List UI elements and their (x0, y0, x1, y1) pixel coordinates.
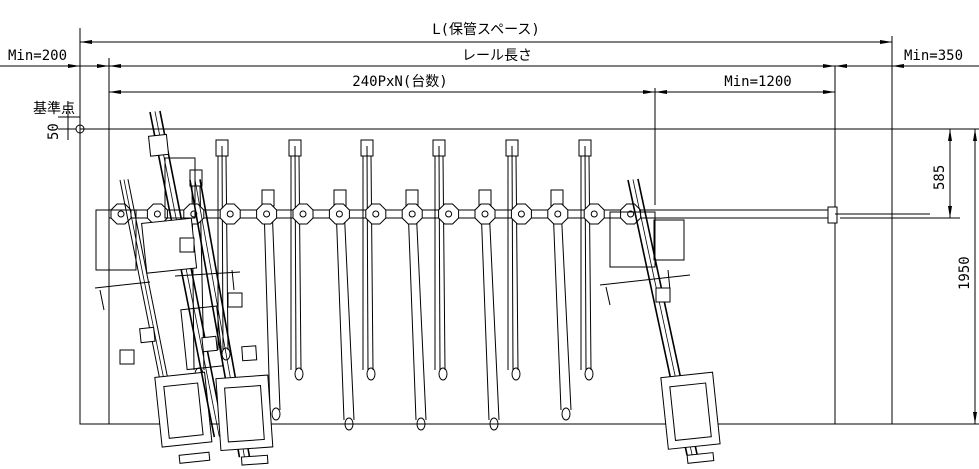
label-min-1200: Min=1200 (724, 74, 791, 90)
rail-hangers (110, 203, 642, 225)
arrow-min200-a (68, 64, 80, 68)
rail-hanger (583, 203, 605, 225)
arrow-pitch-left (109, 90, 121, 94)
label-storage-space: L(保管スペース) (432, 22, 540, 38)
rail-hanger (328, 203, 350, 225)
lower-bikes (189, 169, 572, 431)
bike-angled-left-3 (189, 179, 274, 466)
bike-lower (478, 189, 500, 431)
label-min-left: Min=200 (8, 48, 67, 64)
bike-angled-right (627, 178, 721, 464)
label-dim-585: 585 (932, 165, 948, 190)
label-rail-length: レール長さ (462, 48, 532, 64)
arrow-rail-left (109, 64, 121, 68)
basket-left (95, 157, 196, 271)
arrow-pitch-right (643, 90, 655, 94)
bike-upright (288, 139, 304, 381)
rail-hanger (219, 203, 241, 225)
label-pitch-count: 240PxN(台数) (352, 74, 447, 90)
arrow-l-right (880, 40, 892, 44)
rail-hanger (292, 203, 314, 225)
bike-lower (405, 189, 427, 431)
rail-hanger (438, 203, 460, 225)
rail-hanger (547, 203, 569, 225)
arrow-min350-b (892, 64, 904, 68)
bike-lower (261, 189, 281, 421)
arrow-585-top (948, 129, 952, 141)
storage-area-outline (79, 128, 893, 425)
rail-hanger (256, 203, 278, 225)
bike-upright (360, 139, 376, 381)
rail-hanger (146, 203, 168, 225)
handlebar-left (94, 237, 243, 365)
arrow-rail-right (823, 64, 835, 68)
rail-hanger (365, 203, 387, 225)
arrow-1200-left (655, 90, 667, 94)
arrow-585-bot (948, 206, 952, 218)
arrow-1950-top (973, 129, 977, 141)
label-dim-50: 50 (46, 123, 62, 140)
bike-angled-left-2 (141, 110, 226, 438)
arrow-l-left (80, 40, 92, 44)
bike-upright (578, 139, 594, 381)
bike-upright (432, 139, 448, 381)
arrow-1950-bot (973, 412, 977, 424)
arrow-1200-right (823, 90, 835, 94)
label-min-right: Min=350 (904, 48, 963, 64)
bike-lower (333, 189, 355, 431)
arrow-min350-a (835, 64, 847, 68)
handlebar-right (599, 211, 691, 306)
bike-upright (505, 139, 521, 381)
label-reference-point: 基準点 (33, 100, 75, 117)
rail-hanger (510, 203, 532, 225)
rail-hanger (401, 203, 423, 225)
rail-hanger (474, 203, 496, 225)
bike-upright (215, 139, 231, 361)
arrow-min200-b (97, 64, 109, 68)
label-dim-1950: 1950 (957, 256, 973, 290)
bike-lower (550, 189, 572, 421)
bike-angled-left-1 (119, 179, 213, 464)
upright-bikes (215, 139, 594, 381)
